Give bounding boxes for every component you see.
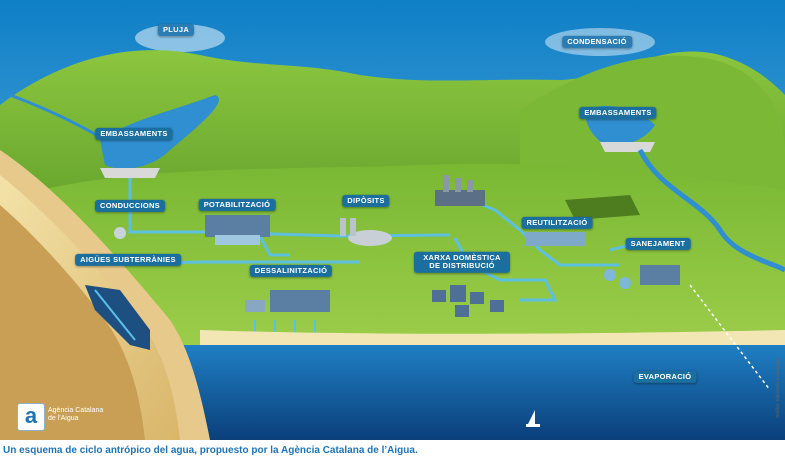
- label-aigues-subterranies: AIGÜES SUBTERRÀNIES: [75, 253, 181, 267]
- scene-artwork: [0, 0, 785, 440]
- label-conduccions: CONDUCCIONS: [95, 199, 165, 213]
- label-embassaments-right: EMBASSAMENTS: [579, 106, 657, 120]
- dam-left: [100, 168, 160, 178]
- reuse-plant: [525, 232, 585, 246]
- river-right: [637, 148, 785, 273]
- label-pluja: PLUJA: [157, 23, 195, 37]
- agency-logo: a Agència Catalana de l'Aigua: [17, 403, 117, 437]
- water-cycle-illustration: PLUJA CONDENSACIÓ EMBASSAMENTS EMBASSAME…: [0, 0, 785, 440]
- image-credit: Gràfics: Ediciones e Infografia: [775, 357, 780, 418]
- dam-right: [600, 142, 655, 152]
- label-potabilitzacio: POTABILITZACIÓ: [198, 198, 276, 212]
- power-plant: [435, 175, 485, 206]
- agency-logo-mark: a: [17, 403, 45, 431]
- figure-caption: Un esquema de ciclo antrópico del agua, …: [3, 445, 418, 456]
- sanitation-plant: [604, 265, 680, 289]
- desalination-plant: [245, 290, 330, 338]
- cloud-left: [135, 24, 225, 52]
- houses: [432, 285, 504, 317]
- label-reutilitzacio: REUTILITZACIÓ: [521, 216, 593, 230]
- groundwater-flow: [94, 289, 136, 341]
- label-embassaments-left: EMBASSAMENTS: [95, 127, 173, 141]
- agency-logo-text: Agència Catalana de l'Aigua: [48, 407, 104, 422]
- label-dessalinitzacio: DESSALINITZACIÓ: [249, 264, 333, 278]
- tanks: [340, 218, 392, 246]
- label-evaporacio: EVAPORACIÓ: [633, 370, 697, 384]
- label-diposits: DIPÒSITS: [342, 194, 390, 208]
- label-condensacio: CONDENSACIÓ: [562, 35, 632, 49]
- potabilization-plant: [114, 215, 270, 245]
- evaporation-path: [689, 284, 771, 391]
- label-sanejament: SANEJAMENT: [625, 237, 691, 251]
- rock-layer-inner: [0, 205, 145, 440]
- fields: [565, 195, 640, 220]
- sailboat: [528, 410, 535, 424]
- label-xarxa-domestica: XARXA DOMÈSTICA DE DISTRIBUCIÓ: [414, 251, 510, 273]
- sea: [120, 345, 785, 440]
